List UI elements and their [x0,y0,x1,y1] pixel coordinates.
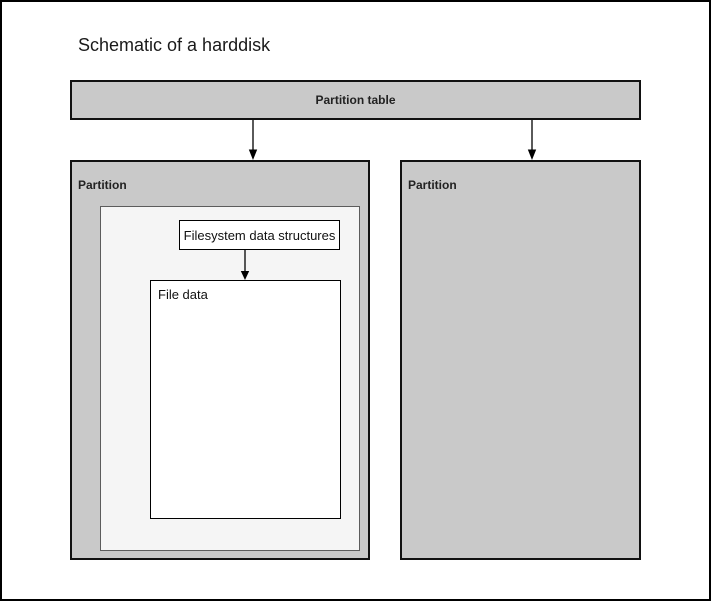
down-arrow-icon-left [248,120,258,160]
file-data-label: File data [158,287,208,302]
down-arrow-icon-right [527,120,537,160]
filesystem-data-structures-label: Filesystem data structures [183,227,336,243]
down-arrow-icon-inner [240,250,250,280]
page-title: Schematic of a harddisk [78,35,271,55]
partition-table-box: Partition table [70,80,641,120]
partition-box-right: Partition [400,160,641,560]
file-data-box: File data [150,280,341,519]
partition-right-label: Partition [408,178,457,192]
partition-box-left: Partition Filesystem data structures Fil… [70,160,370,560]
filesystem-data-structures-box: Filesystem data structures [179,220,340,250]
partition-left-label: Partition [78,178,127,192]
filesystem-area: Filesystem data structures File data [100,206,360,551]
partition-table-label: Partition table [315,93,396,107]
